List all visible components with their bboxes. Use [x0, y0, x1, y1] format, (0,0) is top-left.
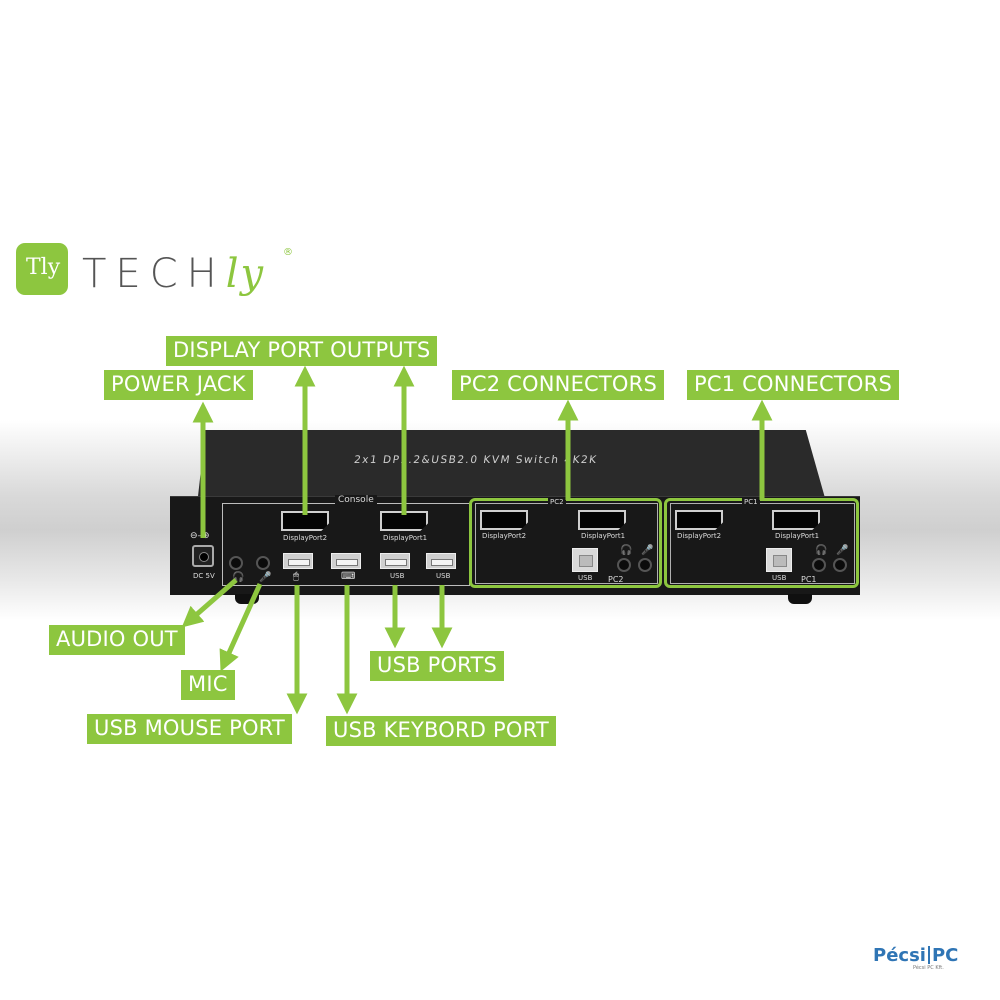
pc1-headphone-icon: 🎧 [815, 545, 828, 556]
pc2-panel-frame [475, 503, 658, 584]
pc1-displayport1-label: DisplayPort1 [775, 532, 820, 540]
pc2-displayport2 [480, 510, 528, 530]
usb-port-3 [380, 553, 410, 569]
console-displayport1-label: DisplayPort1 [383, 534, 428, 542]
callout-audio-out: AUDIO OUT [49, 625, 185, 655]
pc1-usb-label: USB [772, 574, 787, 582]
callout-mic: MIC [181, 670, 235, 700]
console-displayport1 [380, 511, 428, 531]
pc1-usb-b-port [766, 548, 792, 572]
callout-pc2-connectors: PC2 CONNECTORS [452, 370, 664, 400]
pc1-displayport2-label: DisplayPort2 [677, 532, 722, 540]
usb-port-4 [426, 553, 456, 569]
watermark-tower-icon [927, 946, 930, 964]
usb-port-3-label: USB [390, 572, 405, 580]
mouse-icon: 🖱 [293, 571, 299, 582]
callout-usb-keyboard-port: USB KEYBORD PORT [326, 716, 556, 746]
callout-display-port-outputs: DISPLAY PORT OUTPUTS [166, 336, 438, 366]
pc1-displayport1 [772, 510, 820, 530]
pc1-frame-label: PC1 [742, 498, 760, 506]
pc1-microphone-icon: 🎤 [836, 545, 849, 556]
mic-jack [256, 556, 270, 570]
usb-port-4-label: USB [436, 572, 451, 580]
audio-out-jack [229, 556, 243, 570]
pc2-bottom-label: PC2 [608, 575, 624, 584]
watermark-subtitle: Pécsi PC Kft. [913, 965, 944, 971]
pc1-bottom-label: PC1 [801, 575, 817, 584]
usb-keyboard-port [331, 553, 361, 569]
pc2-microphone-icon: 🎤 [641, 545, 654, 556]
console-displayport2-label: DisplayPort2 [283, 534, 328, 542]
power-jack-port [192, 545, 214, 567]
pc1-displayport2 [675, 510, 723, 530]
keyboard-icon: ⌨ [341, 571, 356, 582]
device-foot-left [235, 594, 259, 604]
device-top-surface [197, 430, 825, 498]
console-displayport2 [281, 511, 329, 531]
pc2-frame-label: PC2 [548, 498, 566, 506]
device-model-title: 2x1 DP1.2&USB2.0 KVM Switch 4K2K [353, 454, 599, 466]
registered-mark: ® [283, 247, 293, 258]
pc2-displayport2-label: DisplayPort2 [482, 532, 527, 540]
pc2-usb-label: USB [578, 574, 593, 582]
headphone-icon: 🎧 [232, 572, 245, 583]
pc1-mic-jack [833, 558, 847, 572]
logo-badge: Tly [16, 243, 68, 295]
pc1-audio-jack [812, 558, 826, 572]
console-label: Console [335, 495, 377, 505]
pc2-displayport1-label: DisplayPort1 [581, 532, 626, 540]
logo-badge-text: Tly [26, 255, 61, 280]
pc2-headphone-icon: 🎧 [620, 545, 633, 556]
device-foot-right [788, 594, 812, 604]
pc2-mic-jack [638, 558, 652, 572]
watermark-name-left: Pécsi [873, 945, 926, 966]
pc2-usb-b-port [572, 548, 598, 572]
watermark-name-right: PC [931, 945, 959, 966]
callout-usb-ports: USB PORTS [370, 651, 504, 681]
pc2-audio-jack [617, 558, 631, 572]
pc1-panel-frame [670, 503, 855, 584]
callout-power-jack: POWER JACK [104, 370, 253, 400]
dc-polarity-icon: ⊖–⊕ [190, 531, 210, 541]
pc2-displayport1 [578, 510, 626, 530]
callout-pc1-connectors: PC1 CONNECTORS [687, 370, 899, 400]
callout-usb-mouse-port: USB MOUSE PORT [87, 714, 292, 744]
usb-mouse-port [283, 553, 313, 569]
power-label: DC 5V [193, 572, 215, 580]
microphone-icon: 🎤 [259, 572, 272, 583]
logo-wordmark: TECHly [82, 251, 266, 297]
